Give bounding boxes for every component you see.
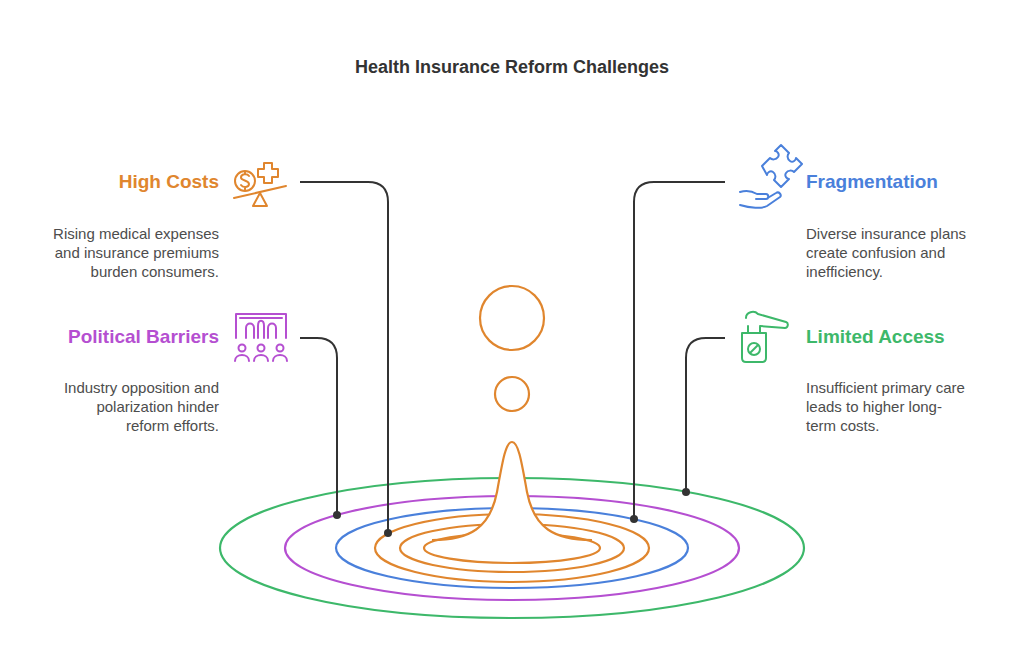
leader-dot xyxy=(630,515,638,523)
leader-dots xyxy=(333,488,690,537)
capitol-people-icon xyxy=(235,314,287,361)
splash-peak xyxy=(432,442,592,540)
challenge-description: Industry opposition and polarization hin… xyxy=(53,378,219,435)
leader-lines xyxy=(300,182,725,533)
droplet-small xyxy=(495,377,529,411)
restricted-sign-icon xyxy=(742,312,788,362)
challenge-description: Rising medical expenses and insurance pr… xyxy=(47,224,219,281)
challenge-description: Diverse insurance plans create confusion… xyxy=(806,224,978,281)
leader-line xyxy=(300,182,388,533)
puzzle-hand-icon xyxy=(740,145,802,208)
diagram-title: Health Insurance Reform Challenges xyxy=(212,55,812,79)
challenge-description: Insufficient primary care leads to highe… xyxy=(806,378,968,435)
challenge-heading: High Costs xyxy=(19,169,219,195)
leader-dot xyxy=(333,511,341,519)
leader-line xyxy=(300,338,337,515)
challenge-heading: Fragmentation xyxy=(806,169,1006,195)
leader-dot xyxy=(682,488,690,496)
challenge-heading: Limited Access xyxy=(806,324,1006,350)
leader-line xyxy=(634,182,725,519)
leader-dot xyxy=(384,529,392,537)
leader-line xyxy=(686,338,725,492)
challenge-heading: Political Barriers xyxy=(19,324,219,350)
droplet-large xyxy=(480,286,544,350)
cost-balance-icon xyxy=(234,163,286,206)
